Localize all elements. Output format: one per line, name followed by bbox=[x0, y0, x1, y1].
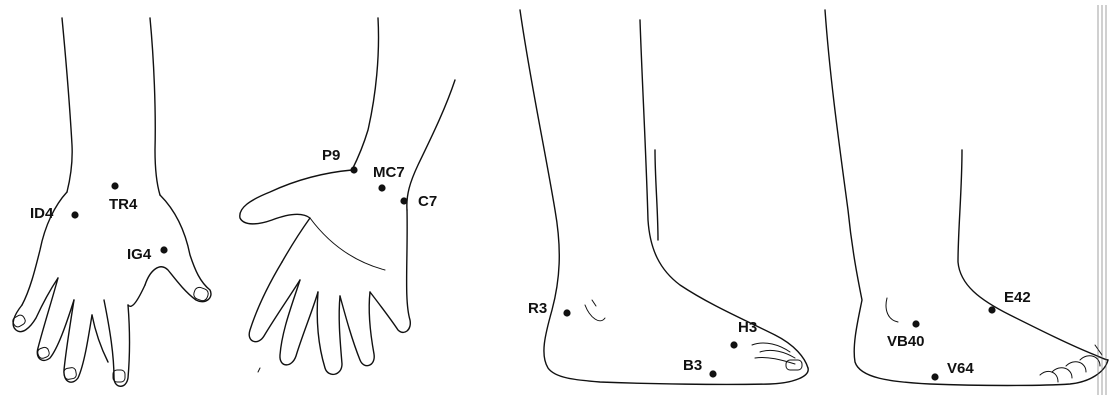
foot-medial bbox=[520, 10, 808, 384]
point-b3-marker bbox=[709, 370, 716, 377]
point-h3-label: H3 bbox=[738, 319, 757, 336]
point-mc7-marker bbox=[378, 184, 385, 191]
point-v64-label: V64 bbox=[947, 360, 974, 377]
point-c7-marker bbox=[400, 197, 407, 204]
point-vb40-marker bbox=[912, 320, 919, 327]
foot-lateral bbox=[825, 5, 1108, 395]
point-p9-label: P9 bbox=[322, 147, 340, 164]
point-id4-marker bbox=[71, 211, 78, 218]
point-tr4-label: TR4 bbox=[109, 196, 138, 213]
point-e42-marker bbox=[988, 306, 995, 313]
point-r3-marker bbox=[563, 309, 570, 316]
point-h3-marker bbox=[730, 341, 737, 348]
point-c7-label: C7 bbox=[418, 193, 437, 210]
point-v64-marker bbox=[931, 373, 938, 380]
point-e42-label: E42 bbox=[1004, 289, 1031, 306]
point-ig4-marker bbox=[160, 246, 167, 253]
point-tr4-marker bbox=[111, 182, 118, 189]
point-b3-label: B3 bbox=[683, 357, 702, 374]
point-id4-label: ID4 bbox=[30, 205, 54, 222]
point-ig4-label: IG4 bbox=[127, 246, 152, 263]
point-p9-marker bbox=[350, 166, 357, 173]
point-mc7-label: MC7 bbox=[373, 164, 405, 181]
point-vb40-label: VB40 bbox=[887, 333, 925, 350]
point-r3-label: R3 bbox=[528, 300, 547, 317]
